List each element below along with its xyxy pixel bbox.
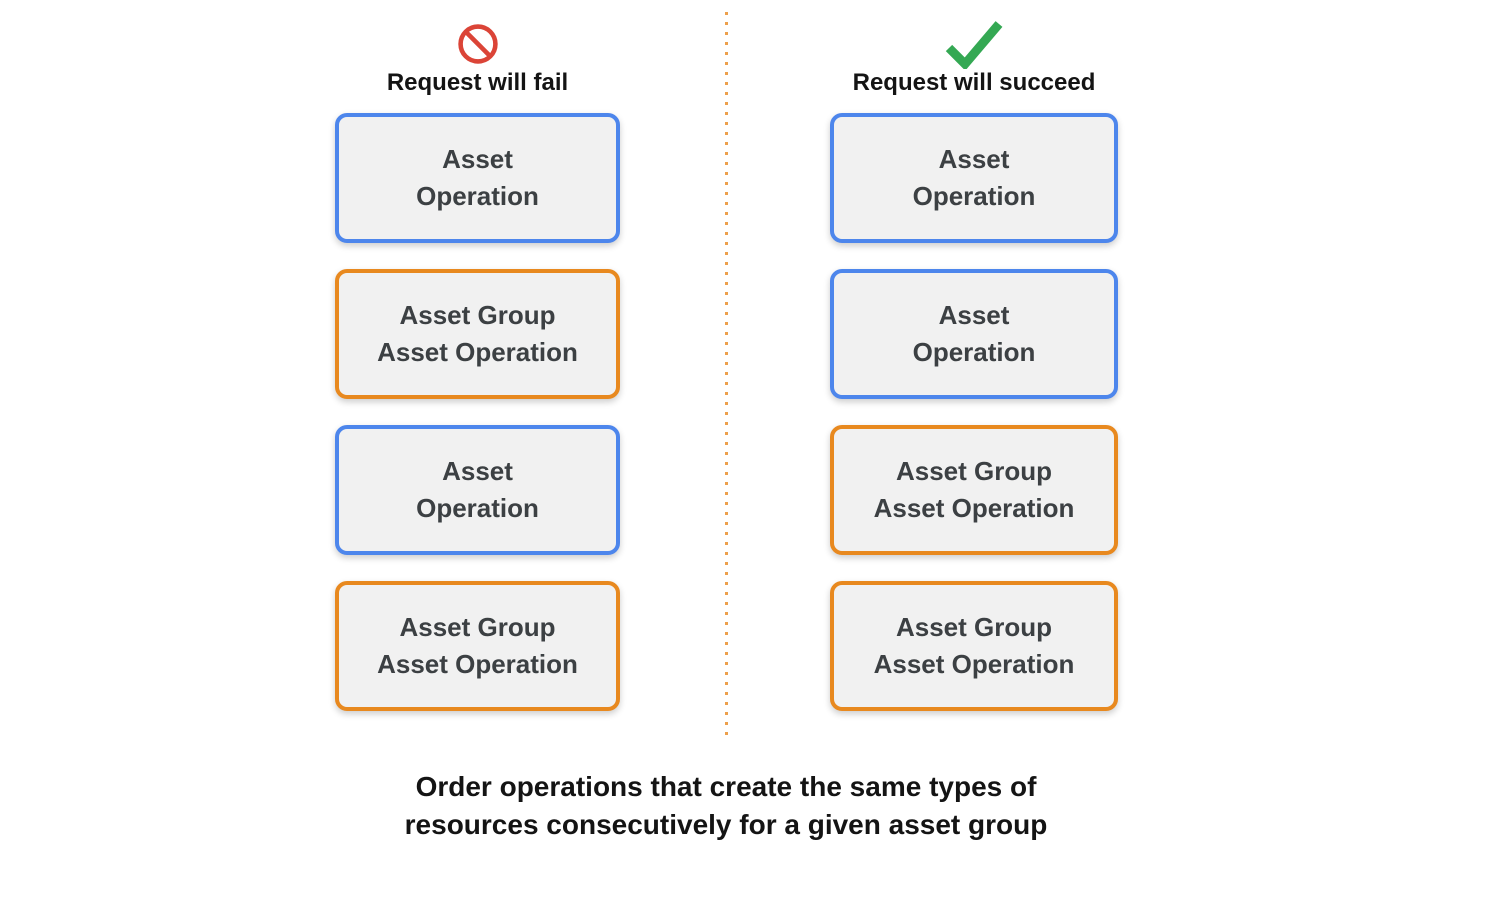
fail-column-title: Request will fail xyxy=(386,69,569,96)
box-label: Asset Group Asset Operation xyxy=(873,612,1075,679)
prohibited-icon xyxy=(456,20,500,68)
succeed-column-title: Request will succeed xyxy=(852,69,1096,96)
box-label: Asset Operation xyxy=(912,144,1036,211)
asset-operation-box: Asset Operation xyxy=(830,113,1118,243)
box-label: Asset Group Asset Operation xyxy=(873,456,1075,523)
box-label: Asset Group Asset Operation xyxy=(377,300,578,367)
asset-group-asset-operation-box: Asset Group Asset Operation xyxy=(335,581,620,711)
succeed-column: Request will succeed Asset Operation Ass… xyxy=(830,20,1118,737)
dotted-divider xyxy=(725,12,728,738)
check-icon xyxy=(943,20,1005,69)
box-label: Asset Operation xyxy=(912,300,1036,367)
asset-group-asset-operation-box: Asset Group Asset Operation xyxy=(335,269,620,399)
box-label: Asset Group Asset Operation xyxy=(377,612,578,679)
box-label: Asset Operation xyxy=(416,456,539,523)
asset-operation-box: Asset Operation xyxy=(335,113,620,243)
diagram-caption: Order operations that create the same ty… xyxy=(404,771,1048,840)
asset-operation-box: Asset Operation xyxy=(830,269,1118,399)
asset-group-asset-operation-box: Asset Group Asset Operation xyxy=(830,425,1118,555)
box-label: Asset Operation xyxy=(416,144,539,211)
asset-operation-box: Asset Operation xyxy=(335,425,620,555)
fail-column: Request will fail Asset Operation Asset … xyxy=(335,20,620,737)
asset-group-asset-operation-box: Asset Group Asset Operation xyxy=(830,581,1118,711)
